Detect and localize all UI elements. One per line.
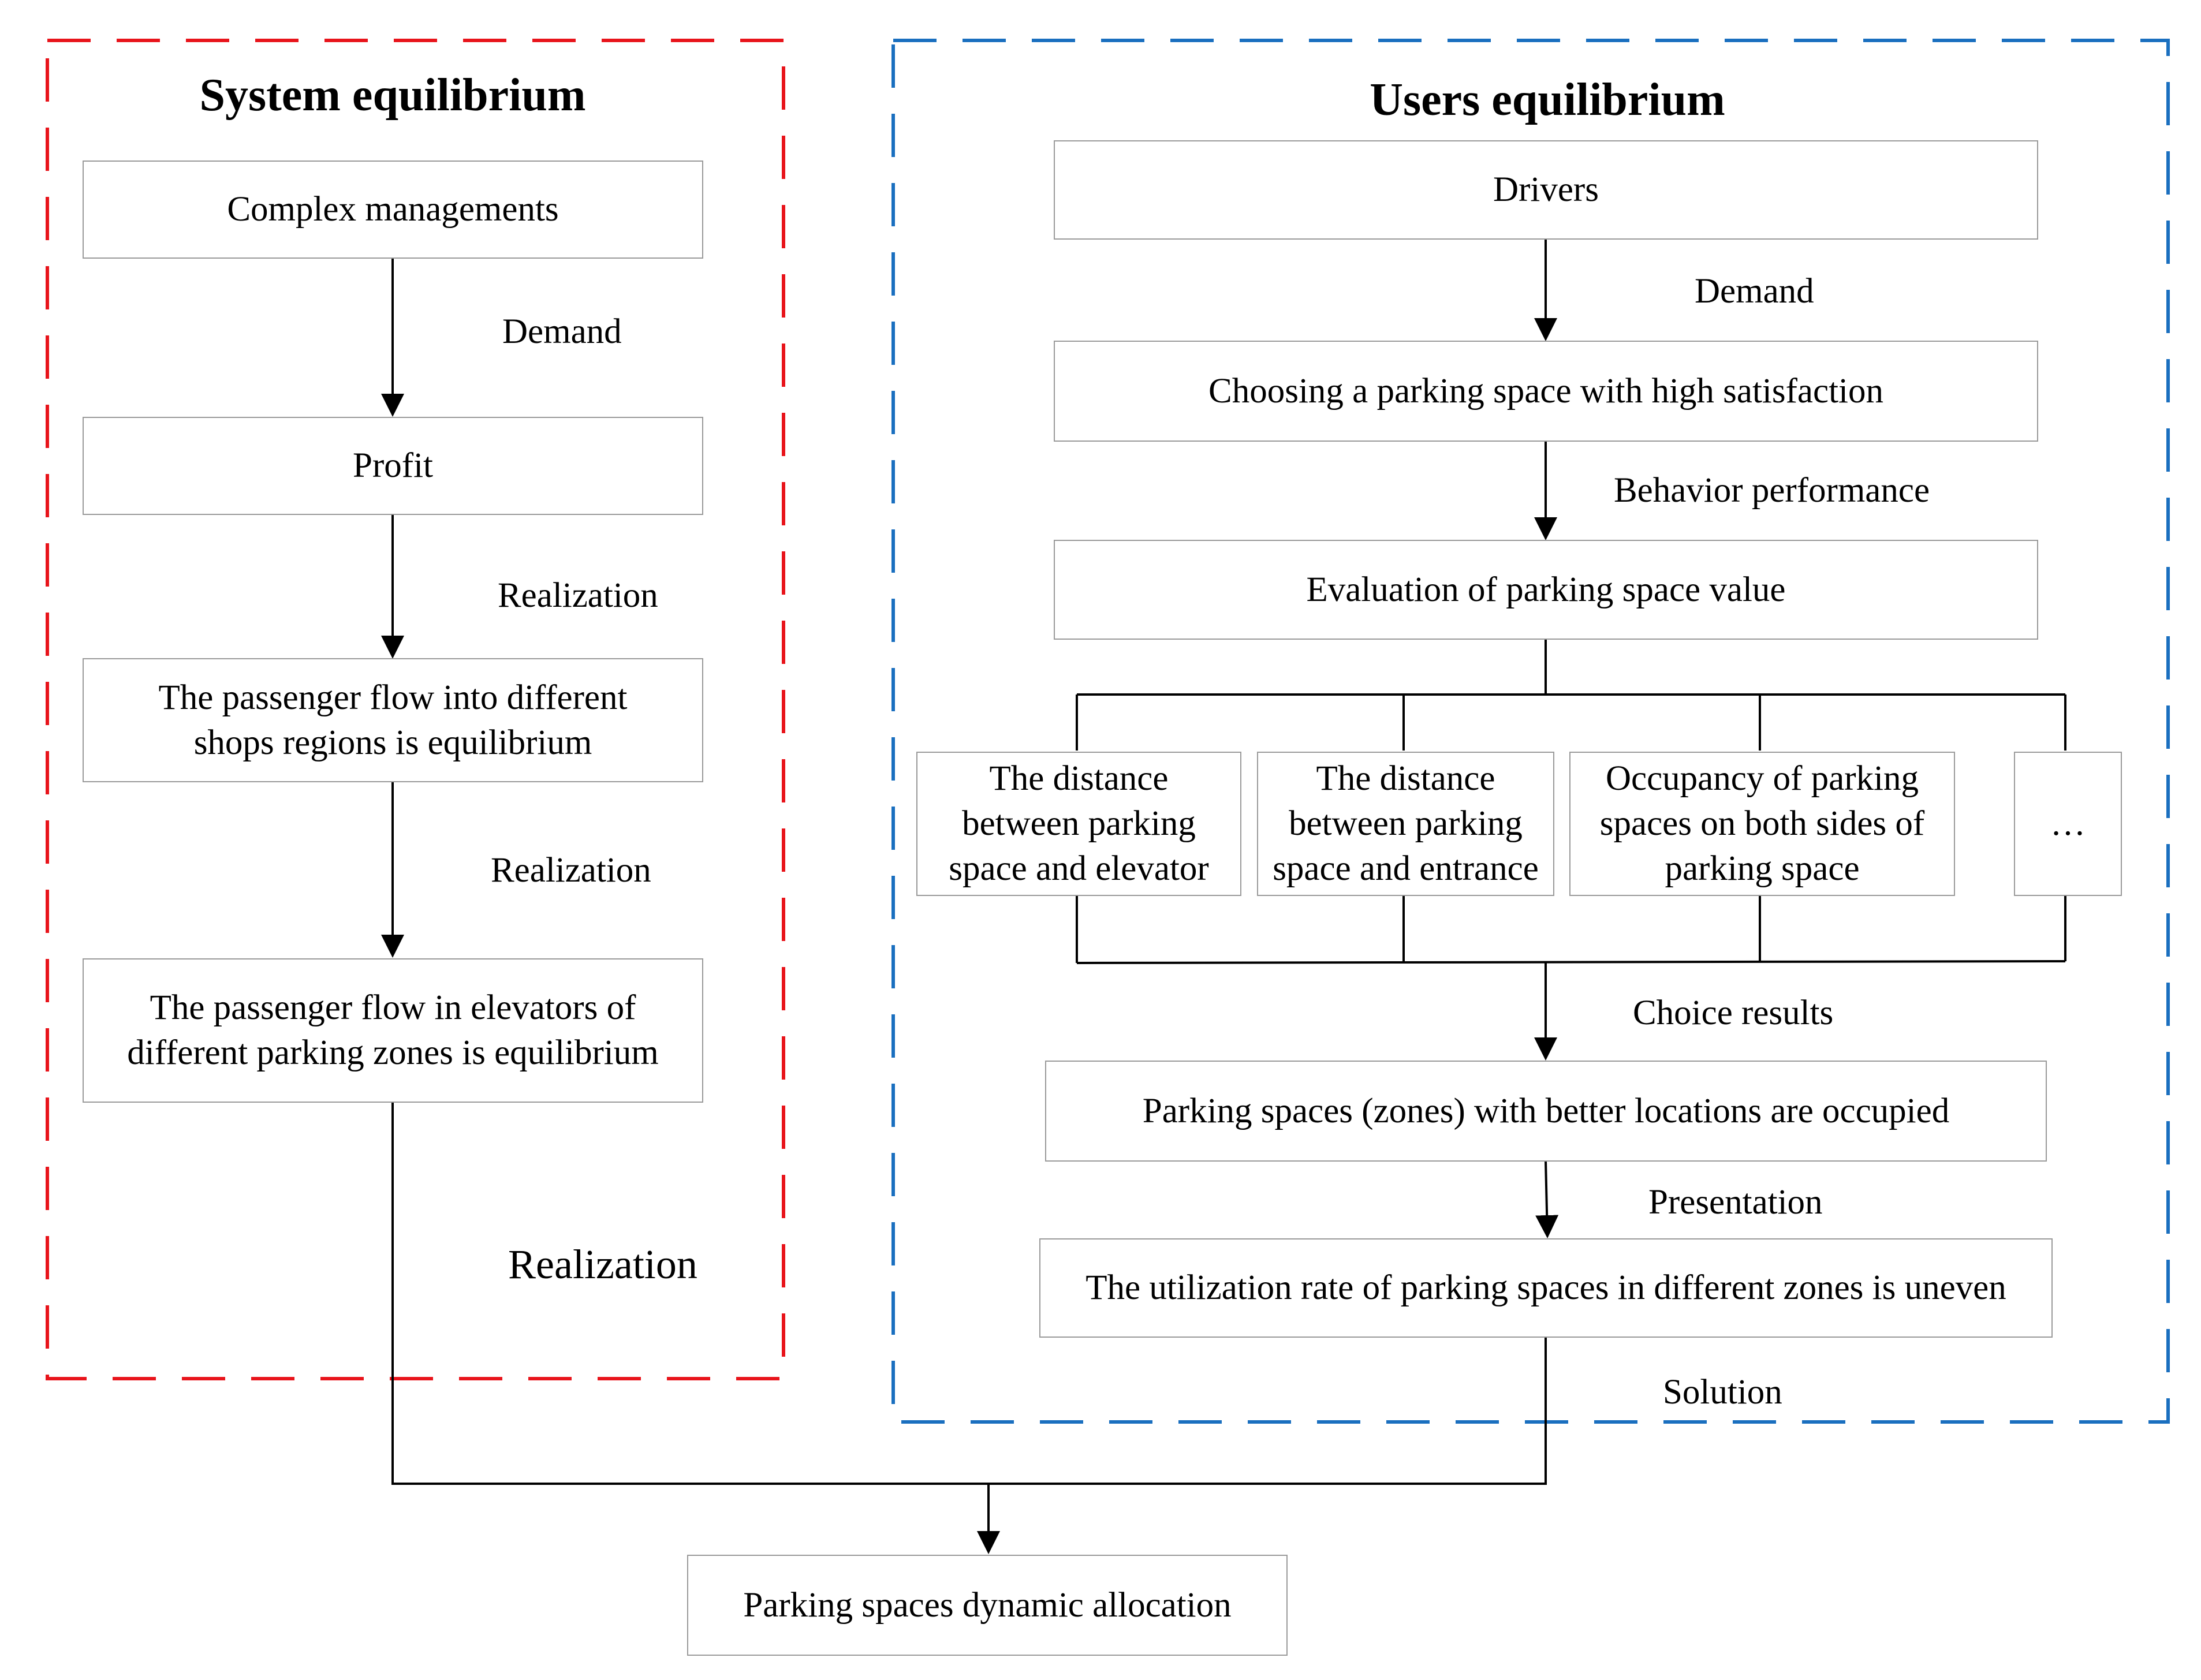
drivers-box: Drivers <box>1054 140 2038 240</box>
solution-label: Solution <box>1663 1373 1782 1412</box>
dynamic-allocation-box: Parking spaces dynamic allocation <box>687 1555 1288 1656</box>
elevators-equilibrium-box: The passenger flow in elevators of diffe… <box>83 958 703 1103</box>
profit-box: Profit <box>83 417 703 515</box>
complex-managements-box: Complex managements <box>83 160 703 259</box>
evaluation-box: Evaluation of parking space value <box>1054 540 2038 640</box>
connector-elevators-to-merge <box>391 1100 1547 1485</box>
better-locations-occupied-box: Parking spaces (zones) with better locat… <box>1045 1061 2047 1162</box>
system-realization-label-3: Realization <box>508 1241 697 1287</box>
connector-factor-bus-bottom <box>1076 960 2066 964</box>
factor-more-box: … <box>2014 752 2122 896</box>
system-equilibrium-title: System equilibrium <box>199 70 586 121</box>
shops-equilibrium-box: The passenger flow into different shops … <box>83 658 703 782</box>
choosing-parking-space-box: Choosing a parking space with high satis… <box>1054 341 2038 442</box>
system-demand-label: Demand <box>502 312 622 351</box>
system-realization-label-2: Realization <box>491 851 651 890</box>
users-equilibrium-frame <box>891 39 2170 1424</box>
users-demand-label: Demand <box>1695 272 1814 311</box>
behavior-performance-label: Behavior performance <box>1614 471 1930 510</box>
factor-elevator-distance-box: The distance between parking space and e… <box>916 752 1241 896</box>
system-realization-label-1: Realization <box>498 576 658 615</box>
factor-entrance-distance-box: The distance between parking space and e… <box>1257 752 1554 896</box>
users-equilibrium-title: Users equilibrium <box>1370 74 1725 125</box>
presentation-label: Presentation <box>1648 1183 1823 1222</box>
system-equilibrium-frame <box>46 39 785 1380</box>
factor-occupancy-box: Occupancy of parking spaces on both side… <box>1569 752 1955 896</box>
uneven-utilization-box: The utilization rate of parking spaces i… <box>1039 1238 2053 1338</box>
connector-occupied-to-uneven <box>1535 1160 1559 1238</box>
choice-results-label: Choice results <box>1633 994 1834 1032</box>
